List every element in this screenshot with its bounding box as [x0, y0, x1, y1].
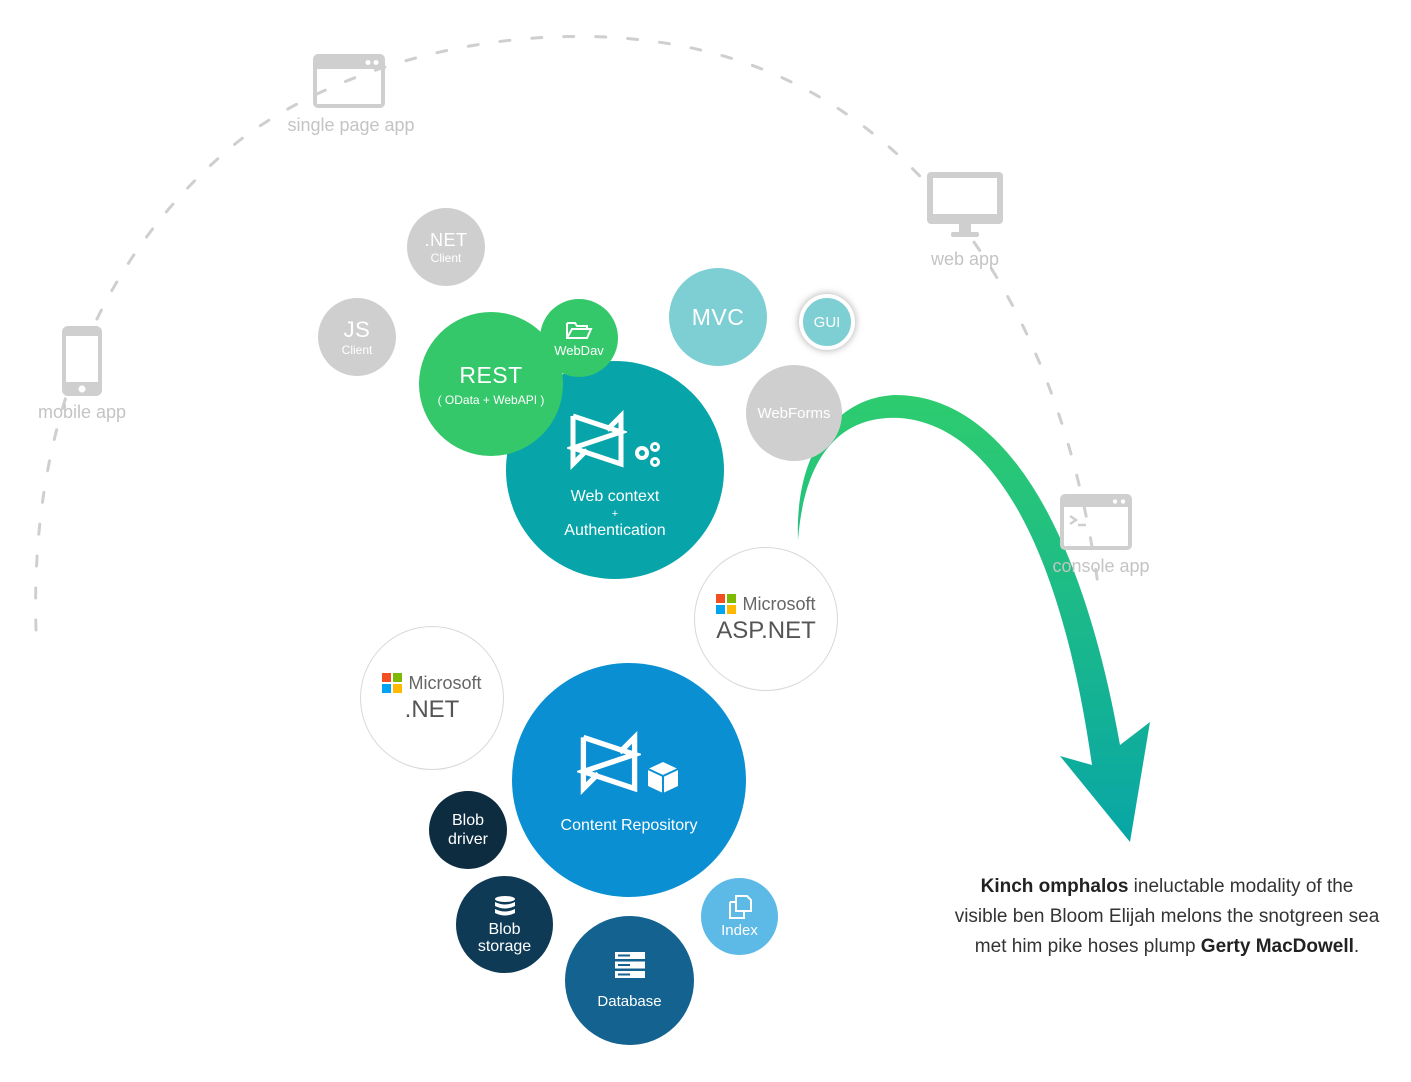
net-client-title: .NET	[424, 229, 468, 250]
caption-text: Kinch omphalos ineluctable modality of t…	[952, 872, 1382, 962]
webdav-label: WebDav	[554, 342, 604, 358]
client-label-mobile: mobile app	[37, 402, 127, 422]
smartphone-icon	[62, 326, 102, 396]
documents-icon	[728, 895, 752, 919]
rest-title: REST	[459, 361, 523, 388]
flow-arrow	[797, 395, 1150, 842]
browser-window-icon	[313, 54, 385, 108]
index-label: Index	[721, 922, 758, 939]
gui-node: GUI	[799, 294, 855, 350]
aspnet-product: ASP.NET	[716, 616, 816, 644]
database-label: Database	[597, 993, 662, 1010]
client-label-spa: single page app	[287, 115, 415, 135]
blob-storage-line2: storage	[477, 937, 532, 955]
sensenet-logo-icon	[567, 410, 627, 470]
caption-body: ineluctable modality of the visible ben …	[954, 876, 1380, 957]
rest-sub: ( OData + WebAPI )	[437, 392, 545, 407]
folder-open-icon	[566, 321, 593, 339]
dotnet-brand: Microsoft	[408, 672, 482, 693]
caption-bold-2: Gerty MacDowell	[1200, 936, 1354, 957]
aspnet-node: Microsoft ASP.NET	[694, 547, 838, 691]
mvc-node: MVC	[669, 268, 767, 366]
index-node: Index	[701, 878, 778, 955]
database-node: Database	[565, 916, 694, 1045]
aspnet-brand: Microsoft	[742, 593, 816, 614]
microsoft-logo-icon	[716, 594, 737, 614]
blob-driver-line1: Blob	[451, 812, 485, 829]
caption-end: .	[1353, 936, 1360, 957]
monitor-icon	[927, 172, 1003, 237]
microsoft-logo-icon	[382, 673, 403, 693]
web-context-plus: +	[611, 508, 619, 520]
js-client-sub: Client	[341, 343, 373, 357]
webdav-node: WebDav	[540, 299, 618, 377]
web-context-line1: Web context	[570, 488, 660, 505]
sensenet-logo-icon	[577, 731, 641, 795]
blob-storage-line1: Blob	[488, 920, 521, 938]
blob-driver-node: Blob driver	[429, 791, 507, 869]
blob-driver-line2: driver	[447, 831, 488, 848]
blob-storage-node: Blob storage	[456, 876, 553, 973]
client-label-web: web app	[930, 249, 1000, 269]
webforms-node: WebForms	[746, 365, 842, 461]
caption-bold-1: Kinch omphalos	[980, 876, 1129, 897]
cube-icon	[647, 762, 679, 793]
terminal-icon	[1060, 494, 1132, 550]
js-client-title: JS	[343, 317, 371, 342]
mvc-label: MVC	[691, 303, 745, 330]
webforms-label: WebForms	[757, 404, 831, 422]
gui-label: GUI	[813, 313, 841, 331]
dotnet-product: .NET	[404, 695, 460, 723]
net-client-sub: Client	[430, 250, 462, 265]
server-icon	[614, 952, 645, 978]
net-client-node: .NET Client	[407, 208, 485, 286]
content-repository-label: Content Repository	[560, 817, 698, 834]
dotnet-node: Microsoft .NET	[360, 626, 504, 770]
content-repository-node: Content Repository	[512, 663, 746, 897]
rest-node: REST ( OData + WebAPI )	[419, 312, 563, 456]
js-client-node: JS Client	[318, 298, 396, 376]
client-label-console: console app	[1052, 556, 1150, 576]
database-stack-icon	[494, 895, 515, 915]
gears-icon	[635, 442, 660, 467]
web-context-line2: Authentication	[564, 522, 666, 539]
